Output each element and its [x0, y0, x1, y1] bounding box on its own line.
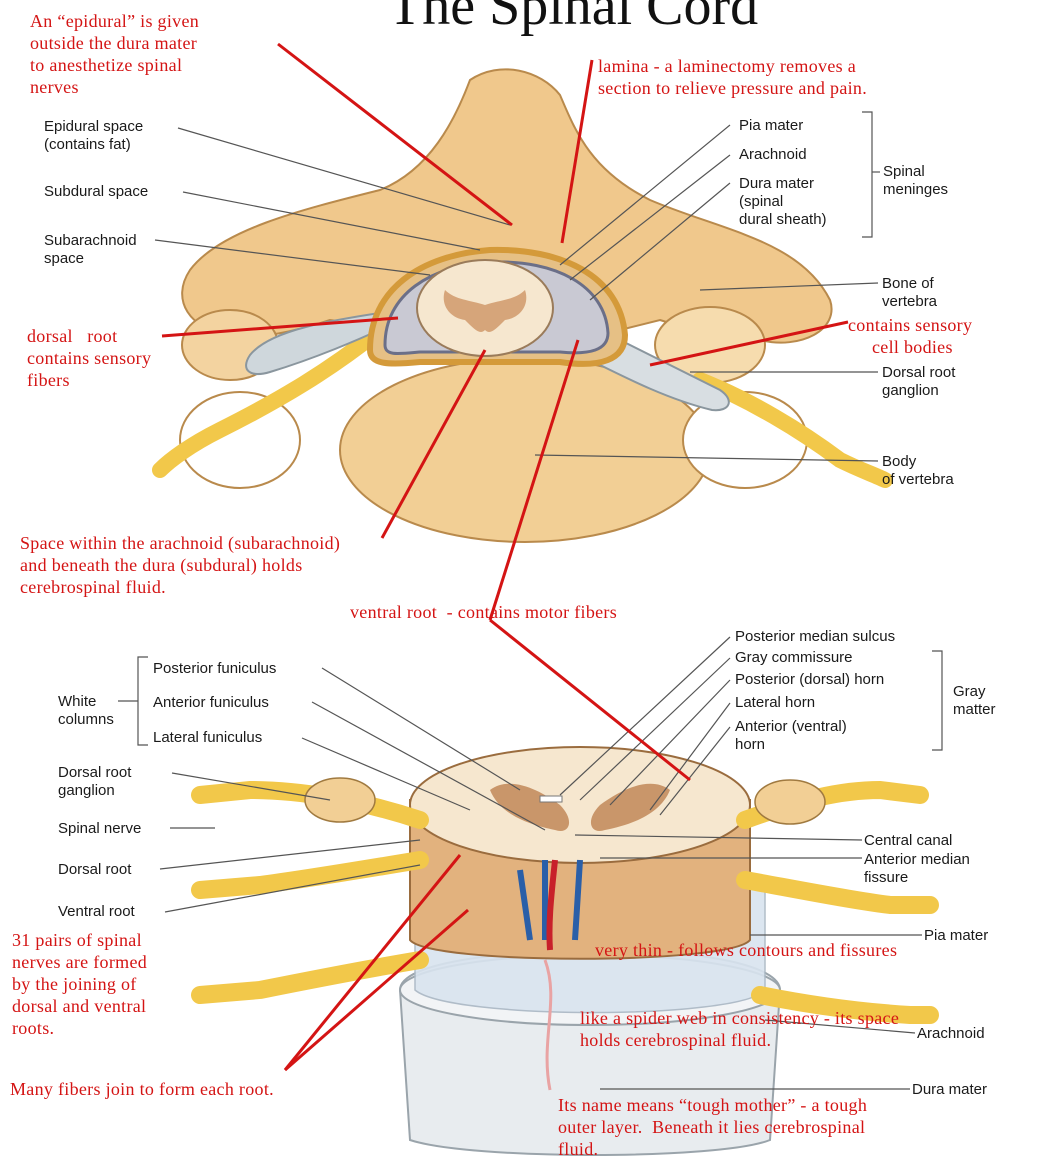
- label-spinal-nerve: Spinal nerve: [58, 820, 141, 838]
- label-anterior-median-fissure: Anterior median fissure: [864, 851, 970, 887]
- label-dorsal-root-ganglion-lower: Dorsal root ganglion: [58, 764, 131, 800]
- cord-top: [410, 747, 750, 863]
- label-central-canal: Central canal: [864, 832, 952, 850]
- annotation-dorsal-root: dorsal root contains sensory fibers: [27, 325, 151, 391]
- annotation-31-pairs: 31 pairs of spinal nerves are formed by …: [12, 929, 147, 1039]
- label-posterior-horn: Posterior (dorsal) horn: [735, 671, 884, 689]
- label-bone-of-vertebra: Bone of vertebra: [882, 275, 937, 311]
- label-arachnoid-lower: Arachnoid: [917, 1025, 985, 1043]
- label-subarachnoid-space: Subarachnoid space: [44, 232, 137, 268]
- annotation-epidural: An “epidural” is given outside the dura …: [30, 10, 199, 98]
- label-dorsal-root: Dorsal root: [58, 861, 131, 879]
- annotation-lamina: lamina - a laminectomy removes a section…: [598, 55, 867, 99]
- label-epidural-space: Epidural space (contains fat): [44, 118, 143, 154]
- label-pia-mater-lower: Pia mater: [924, 927, 988, 945]
- label-gray-matter: Gray matter: [953, 683, 996, 719]
- label-dura-mater-lower: Dura mater: [912, 1081, 987, 1099]
- label-anterior-funiculus: Anterior funiculus: [153, 694, 269, 712]
- label-lateral-funiculus: Lateral funiculus: [153, 729, 262, 747]
- annotation-dura-tough: Its name means “tough mother” - a tough …: [558, 1094, 867, 1160]
- label-ventral-root: Ventral root: [58, 903, 135, 921]
- vertebra-cross-section: [160, 69, 885, 542]
- label-dorsal-root-ganglion-upper: Dorsal root ganglion: [882, 364, 955, 400]
- label-body-of-vertebra: Body of vertebra: [882, 453, 954, 489]
- label-posterior-funiculus: Posterior funiculus: [153, 660, 276, 678]
- label-dura-mater-upper: Dura mater (spinal dural sheath): [739, 175, 827, 229]
- label-spinal-meninges: Spinal meninges: [883, 163, 948, 199]
- annotation-pia-thin: very thin - follows contours and fissure…: [595, 939, 897, 961]
- page-title: The Spinal Cord: [388, 0, 758, 34]
- annotation-many-fibers: Many fibers join to form each root.: [10, 1078, 274, 1100]
- label-white-columns: White columns: [58, 693, 114, 729]
- label-subdural-space: Subdural space: [44, 183, 148, 201]
- label-pia-mater-upper: Pia mater: [739, 117, 803, 135]
- label-anterior-horn: Anterior (ventral) horn: [735, 718, 847, 754]
- label-posterior-median-sulcus: Posterior median sulcus: [735, 628, 895, 646]
- label-lateral-horn: Lateral horn: [735, 694, 815, 712]
- annotation-sensory-cell-bodies: contains sensory cell bodies: [848, 314, 972, 358]
- annotation-subarachnoid: Space within the arachnoid (subarachnoid…: [20, 532, 340, 598]
- label-gray-commissure: Gray commissure: [735, 649, 853, 667]
- annotation-arachnoid-web: like a spider web in consistency - its s…: [580, 1007, 899, 1051]
- annotation-ventral-root: ventral root - contains motor fibers: [350, 601, 617, 623]
- label-arachnoid-upper: Arachnoid: [739, 146, 807, 164]
